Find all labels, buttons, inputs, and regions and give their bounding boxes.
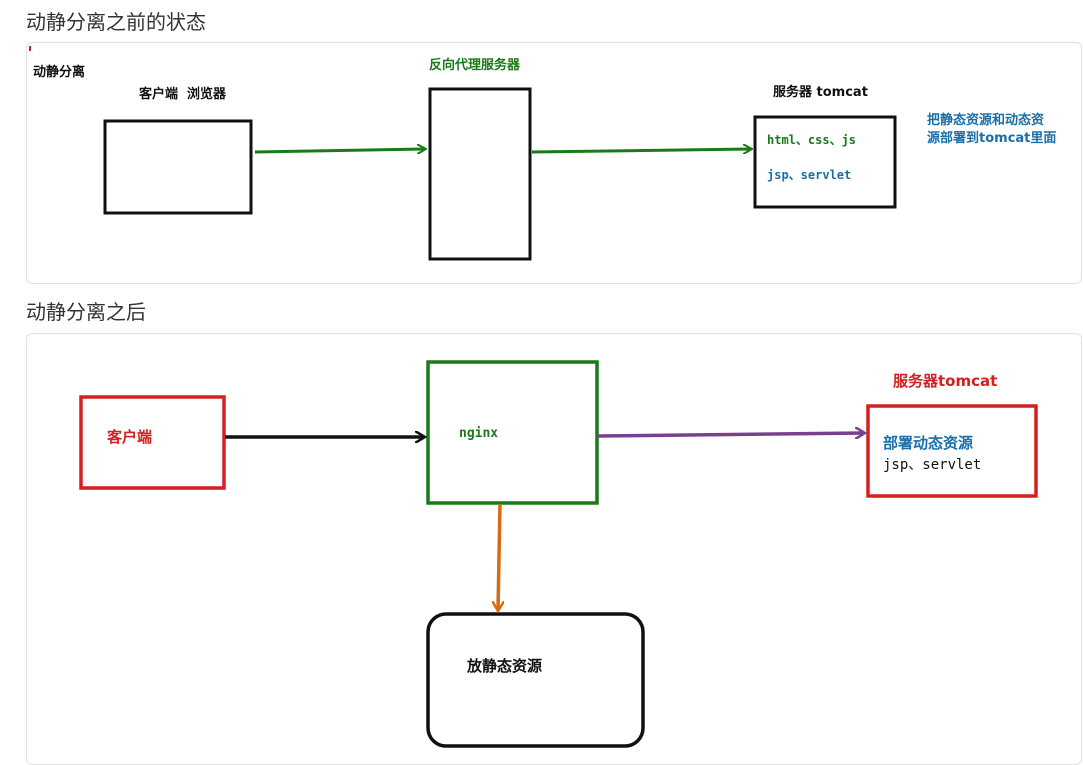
proxy-box (428, 87, 532, 261)
server-dynamic-label: 部署动态资源 (883, 434, 974, 452)
proxy-label: 反向代理服务器 (429, 58, 521, 73)
corner-label: 动静分离 (33, 65, 86, 80)
nginx-box (426, 360, 599, 505)
note-line-1: 把静态资源和动态资 (927, 113, 1045, 128)
server-dynamic-files-after: jsp、servlet (883, 457, 982, 473)
diagram-before-canvas (29, 46, 897, 261)
static-label: 放静态资源 (467, 657, 543, 675)
server-dynamic-files: jsp、servlet (767, 168, 852, 182)
client-box (103, 119, 253, 215)
static-box (426, 612, 645, 748)
client-label-after: 客户端 (107, 428, 153, 446)
server-label: 服务器 tomcat (773, 85, 868, 100)
heading-after: 动静分离之后 (26, 300, 146, 324)
diagram-after-canvas (79, 360, 1038, 748)
server-box (753, 115, 897, 209)
arrow-client-proxy (254, 149, 425, 152)
arrow-nginx-static (498, 503, 500, 610)
client-label: 客户端 浏览器 (139, 87, 227, 102)
server-box-after (866, 404, 1038, 498)
arrow-nginx-server (597, 433, 864, 436)
diagram-before: 动静分离 客户端 浏览器 反向代理服务器 服务器 tomcat html、css… (26, 42, 1082, 284)
diagram-after: 客户端 nginx 服务器tomcat 部署动态资源 jsp、servlet 放… (26, 333, 1082, 765)
server-title-after: 服务器tomcat (893, 372, 998, 390)
client-box-after (79, 395, 226, 490)
note-line-2: 源部署到tomcat里面 (927, 131, 1057, 146)
server-static-files: html、css、js (767, 133, 857, 147)
arrow-proxy-server (531, 149, 751, 152)
nginx-label: nginx (459, 426, 499, 441)
heading-before: 动静分离之前的状态 (26, 10, 206, 34)
